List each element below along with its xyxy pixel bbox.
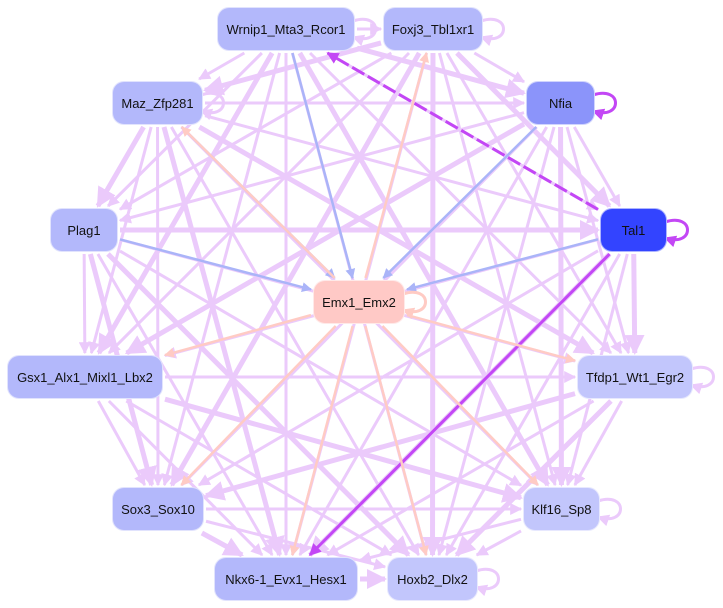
edge-emx-gsx1: [164, 313, 312, 358]
node-label: Nkx6-1_Evx1_Hesx1: [225, 571, 347, 587]
self-loop-wrnip1: [351, 17, 377, 47]
edge-tal1-sox3: [197, 249, 599, 487]
edge-gsx1-klf16: [164, 396, 523, 503]
self-loop-maz: [199, 91, 225, 121]
edge-emx-maz: [180, 126, 336, 279]
edge-nfia-emx: [382, 126, 538, 279]
edge-plag1-klf16: [119, 249, 523, 487]
self-loop-foxj3: [479, 17, 505, 47]
edge-sox3-nkx6: [200, 530, 244, 558]
node-label: Nfia: [548, 95, 573, 111]
node-foxj3[interactable]: Foxj3_Tbl1xr1: [383, 7, 483, 51]
edge-wrnip1-maz: [198, 51, 246, 81]
edge-maz-tfdp1: [198, 124, 595, 356]
edge-nfia-nkx6: [298, 126, 548, 557]
edge-klf16-hoxb2: [475, 529, 522, 557]
node-maz[interactable]: Maz_Zfp281: [112, 81, 203, 125]
edge-foxj3-nfia: [473, 51, 526, 84]
edge-gsx1-hoxb2: [125, 399, 393, 557]
node-label: Foxj3_Tbl1xr1: [391, 21, 475, 37]
edge-emx-tfdp1: [406, 313, 576, 364]
self-loop-tal1: [663, 218, 689, 248]
edge-plag1-emx: [119, 238, 312, 292]
node-label: Wrnip1_Mta3_Rcor1: [226, 21, 346, 37]
self-loop-klf16: [596, 497, 622, 527]
edge-foxj3-maz: [203, 40, 382, 96]
edge-emx-sox3: [180, 325, 337, 486]
edge-foxj3-plag1: [118, 51, 393, 211]
edge-nfia-gsx1: [124, 121, 526, 356]
edge-wrnip1-sox3: [161, 52, 282, 487]
node-label: Maz_Zfp281: [121, 95, 194, 111]
self-loop-nfia: [591, 91, 617, 121]
edge-nfia-tal1: [572, 126, 622, 208]
edge-emx-hoxb2: [364, 325, 429, 556]
node-label: Klf16_Sp8: [531, 501, 592, 517]
node-label: Tal1: [621, 222, 646, 238]
edge-tfdp1-nkx6: [326, 399, 595, 557]
edge-maz-tal1: [204, 114, 600, 224]
node-emx[interactable]: Emx1_Emx2: [313, 280, 405, 324]
edge-emx-nkx6: [289, 325, 354, 556]
node-nfia[interactable]: Nfia: [526, 81, 595, 125]
node-label: Tfdp1_Wt1_Egr2: [585, 369, 685, 385]
edge-tfdp1-sox3: [204, 391, 576, 501]
edge-plag1-gsx1: [78, 253, 91, 355]
edge-wrnip1-emx: [291, 52, 356, 279]
node-klf16[interactable]: Klf16_Sp8: [523, 487, 600, 531]
edge-tfdp1-klf16: [573, 400, 623, 487]
edge-emx-foxj3: [364, 52, 429, 279]
edge-emx-klf16: [381, 325, 539, 486]
node-gsx1[interactable]: Gsx1_Alx1_Mixl1_Lbx2: [7, 355, 163, 399]
edge-tal1-emx: [406, 238, 599, 292]
node-tal1[interactable]: Tal1: [600, 208, 667, 252]
node-tfdp1[interactable]: Tfdp1_Wt1_Egr2: [577, 355, 693, 399]
node-label: Emx1_Emx2: [322, 294, 396, 310]
edge-klf16-nkx6: [358, 517, 522, 564]
node-hoxb2[interactable]: Hoxb2_Dlx2: [387, 557, 478, 601]
node-nkx6[interactable]: Nkx6-1_Evx1_Hesx1: [214, 557, 358, 601]
node-label: Plag1: [67, 222, 101, 238]
node-label: Gsx1_Alx1_Mixl1_Lbx2: [17, 369, 153, 385]
node-wrnip1[interactable]: Wrnip1_Mta3_Rcor1: [217, 7, 355, 51]
node-sox3[interactable]: Sox3_Sox10: [112, 487, 204, 531]
self-loop-emx: [401, 290, 427, 320]
edge-maz-plag1: [95, 125, 146, 208]
edge-tal1-tfdp1: [624, 253, 645, 355]
node-label: Sox3_Sox10: [121, 501, 195, 517]
edge-tal1-wrnip1: [326, 51, 599, 211]
edge-gsx1-sox3: [96, 400, 147, 487]
node-label: Hoxb2_Dlx2: [397, 571, 468, 587]
self-loop-tfdp1: [689, 365, 715, 395]
edge-foxj3-klf16: [437, 52, 559, 487]
self-loop-hoxb2: [474, 567, 500, 597]
node-plag1[interactable]: Plag1: [50, 208, 118, 252]
